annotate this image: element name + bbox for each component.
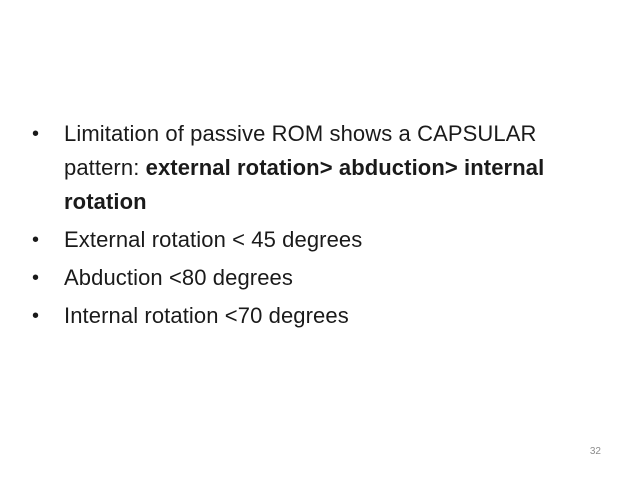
bullet-icon: • — [32, 229, 40, 251]
bullet-text: Abduction <80 degrees — [64, 265, 293, 290]
page-number: 32 — [589, 446, 601, 457]
bullet-text: Internal rotation <70 degrees — [64, 303, 349, 328]
bullet-icon: • — [32, 267, 40, 289]
bullet-text: Limitation of passive ROM shows a CAPSUL… — [64, 121, 537, 180]
bullet-item-internal-rotation: • Internal rotation <70 degrees — [30, 299, 610, 333]
bullet-item-capsular-pattern: • Limitation of passive ROM shows a CAPS… — [30, 117, 610, 219]
bullet-item-abduction: • Abduction <80 degrees — [30, 261, 610, 295]
bullet-text-bold: external rotation> abduction> internal r… — [64, 155, 545, 214]
bullet-list: • Limitation of passive ROM shows a CAPS… — [30, 117, 610, 337]
bullet-icon: • — [32, 305, 40, 327]
bullet-text: External rotation < 45 degrees — [64, 227, 363, 252]
bullet-item-external-rotation: • External rotation < 45 degrees — [30, 223, 610, 257]
bullet-icon: • — [32, 123, 40, 145]
